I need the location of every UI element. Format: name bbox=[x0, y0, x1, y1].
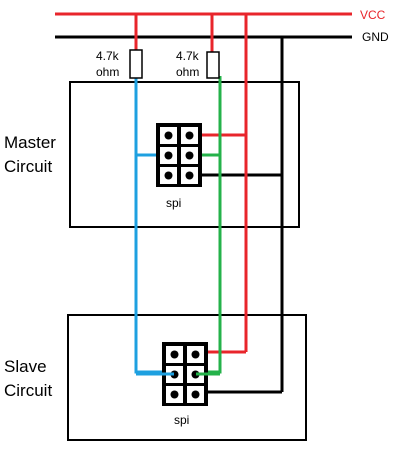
master-circuit-box bbox=[69, 81, 300, 228]
slave-label-line1: Slave bbox=[4, 357, 47, 376]
slave-label-line2: Circuit bbox=[4, 381, 52, 400]
resistor-left-unit: ohm bbox=[96, 65, 119, 79]
resistor-right bbox=[206, 51, 220, 79]
resistor-right-value: 4.7k bbox=[176, 49, 200, 63]
blue-signal-wire bbox=[134, 76, 176, 374]
master-spi-label: spi bbox=[166, 196, 181, 210]
slave-spi-label: spi bbox=[174, 413, 189, 427]
slave-circuit-box bbox=[67, 314, 307, 441]
resistor-left-value: 4.7k bbox=[96, 49, 120, 63]
master-spi-connector bbox=[156, 123, 202, 187]
resistor-right-unit: ohm bbox=[176, 65, 199, 79]
green-signal-wire bbox=[191, 76, 222, 374]
master-label-line1: Master bbox=[4, 133, 56, 152]
master-label-line2: Circuit bbox=[4, 157, 52, 176]
resistor-left bbox=[129, 49, 143, 79]
gnd-label: GND bbox=[362, 30, 389, 44]
vcc-label: VCC bbox=[360, 8, 386, 22]
